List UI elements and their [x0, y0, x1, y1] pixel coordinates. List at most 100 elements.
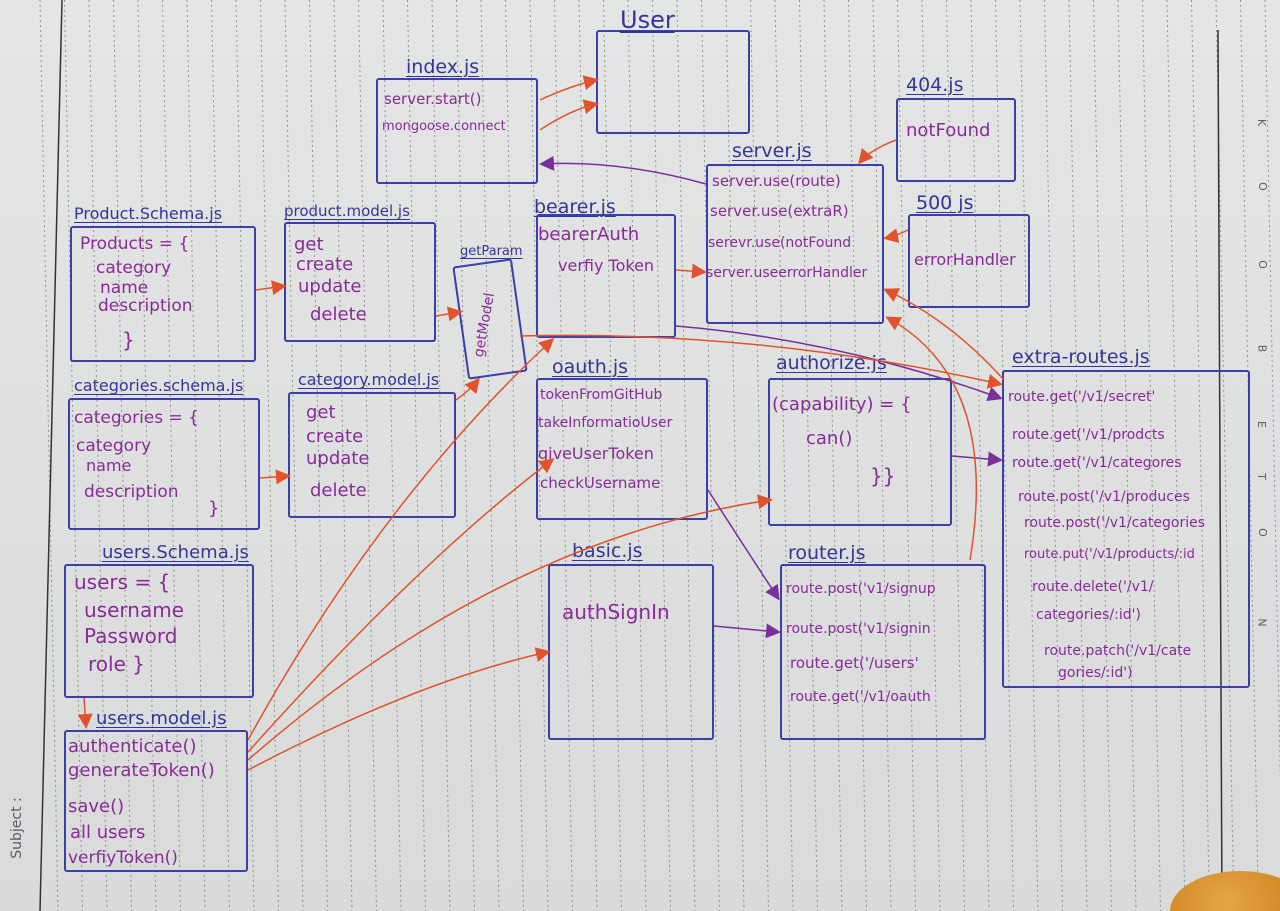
rule-line	[480, 0, 500, 911]
oauth-line-3: giveUserToken	[538, 444, 654, 463]
arrow-product-model-param	[435, 306, 463, 322]
extra-routes-line-7: route.delete('/v1/	[1032, 579, 1154, 595]
users-model-line-2: generateToken()	[68, 760, 215, 781]
arrow-authorize-extra	[951, 451, 1003, 467]
category-model-line-3: update	[306, 448, 370, 469]
box-404	[896, 98, 1016, 182]
arrow-users-model-authorize	[247, 494, 773, 761]
box-product-schema	[70, 226, 256, 362]
notebook-edge-letter: T	[1254, 473, 1268, 480]
right-margin-line	[1217, 29, 1223, 911]
rule-line	[750, 0, 769, 911]
users-model-line-1: authenticate()	[68, 736, 197, 757]
rule-line	[284, 0, 304, 911]
rule-line	[578, 0, 598, 911]
box-index	[376, 78, 538, 184]
rule-line	[88, 0, 108, 911]
rule-line	[505, 0, 524, 911]
box-extra-routes-title: extra-routes.js	[1012, 346, 1150, 368]
rule-line	[725, 0, 745, 911]
categories-schema-line-1: categories = {	[74, 408, 199, 428]
product-schema-line-4: description	[98, 296, 193, 316]
arrow-router-server	[885, 316, 978, 561]
category-model-line-1: get	[306, 402, 336, 423]
arrow-product-schema-model	[255, 280, 287, 296]
f500-line-1: errorHandler	[914, 250, 1016, 269]
product-schema-line-3: name	[100, 278, 149, 298]
arrow-404-server	[858, 139, 897, 165]
rule-line	[162, 0, 181, 911]
bearer-line-2: verfiy Token	[558, 256, 655, 275]
rule-line	[995, 0, 1014, 911]
box-category-model	[288, 392, 456, 518]
category-model-line-4: delete	[310, 480, 367, 501]
rule-line	[407, 0, 426, 911]
notebook-edge-letter: N	[1255, 618, 1269, 627]
notebook-edge-letter: O	[1255, 260, 1269, 269]
extra-routes-line-3: route.get('/v1/categores	[1012, 455, 1182, 471]
arrow-users-schema-model	[77, 697, 93, 729]
box-users-model-title: users.model.js	[96, 708, 227, 729]
rule-line	[235, 0, 255, 911]
rule-line	[676, 0, 696, 911]
server-line-3: serevr.use(notFound	[708, 235, 852, 251]
product-model-line-1: get	[294, 234, 324, 255]
box-get-param-title: getParam	[460, 244, 523, 259]
extra-routes-line-1: route.get('/v1/secret'	[1008, 389, 1156, 405]
extra-routes-line-10: gories/:id')	[1058, 665, 1133, 681]
box-category-model-title: category.model.js	[298, 370, 440, 389]
rule-line	[1191, 0, 1210, 911]
server-line-1: server.use(route)	[712, 172, 841, 190]
users-model-line-3: save()	[68, 796, 125, 817]
users-schema-line-4: role }	[88, 652, 145, 676]
product-model-line-2: create	[296, 254, 354, 275]
box-categories-schema	[68, 398, 260, 530]
arrow-users-model-oauth	[247, 458, 555, 753]
box-product-model-title: product.model.js	[284, 202, 410, 220]
arrow-bearer-server	[675, 263, 707, 279]
oauth-line-2: takeInformatioUser	[538, 415, 673, 431]
product-model-line-4: delete	[310, 304, 367, 325]
arrow-index-user-2	[539, 99, 599, 131]
rule-line	[1093, 0, 1112, 911]
box-basic-title: basic.js	[572, 540, 643, 562]
arrow-server-index	[539, 155, 707, 185]
notebook-edge-letter: K	[1255, 118, 1269, 127]
arrow-users-model-basic	[247, 647, 551, 771]
category-model-line-2: create	[306, 426, 364, 447]
notebook-edge-letter: O	[1255, 182, 1269, 191]
index-line-1: server.start()	[384, 90, 482, 108]
box-server-title: server.js	[732, 140, 812, 162]
extra-routes-line-4: route.post('/v1/produces	[1018, 489, 1190, 505]
product-schema-line-2: category	[96, 258, 172, 278]
authorize-line-2: can()	[806, 428, 853, 449]
box-oauth-title: oauth.js	[552, 356, 629, 378]
authorize-line-1: (capability) = {	[772, 394, 912, 415]
box-500	[908, 214, 1030, 308]
box-bearer-title: bearer.js	[534, 196, 616, 218]
box-users-model	[64, 730, 248, 872]
box-authorize	[768, 378, 952, 526]
margin-line	[39, 0, 63, 911]
arrow-users-model-bearer	[247, 337, 555, 741]
extra-routes-line-6: route.put('/v1/products/:id	[1024, 547, 1195, 562]
box-extra-routes	[1002, 370, 1250, 688]
notebook-edge-letter: E	[1254, 421, 1268, 428]
product-schema-line-1: Products = {	[80, 234, 190, 254]
box-500-title: 500 js	[916, 192, 974, 214]
rule-line	[1068, 0, 1088, 911]
extra-routes-line-5: route.post('/v1/categories	[1024, 515, 1205, 531]
arrow-extra-server	[883, 288, 1005, 381]
box-oauth	[536, 378, 708, 520]
rule-line	[1044, 0, 1063, 911]
categories-schema-line-4: description	[84, 482, 179, 502]
rule-line	[39, 0, 59, 911]
oauth-line-1: tokenFromGitHub	[540, 387, 663, 403]
notebook-edge-letter: B	[1255, 344, 1269, 353]
arrow-bearer-extra	[675, 325, 1003, 401]
users-model-line-4: all users	[70, 822, 146, 843]
box-server	[706, 164, 884, 324]
rule-line	[113, 0, 132, 911]
arrow-500-server	[883, 228, 909, 243]
extra-routes-line-9: route.patch('/v1/cate	[1044, 643, 1192, 659]
